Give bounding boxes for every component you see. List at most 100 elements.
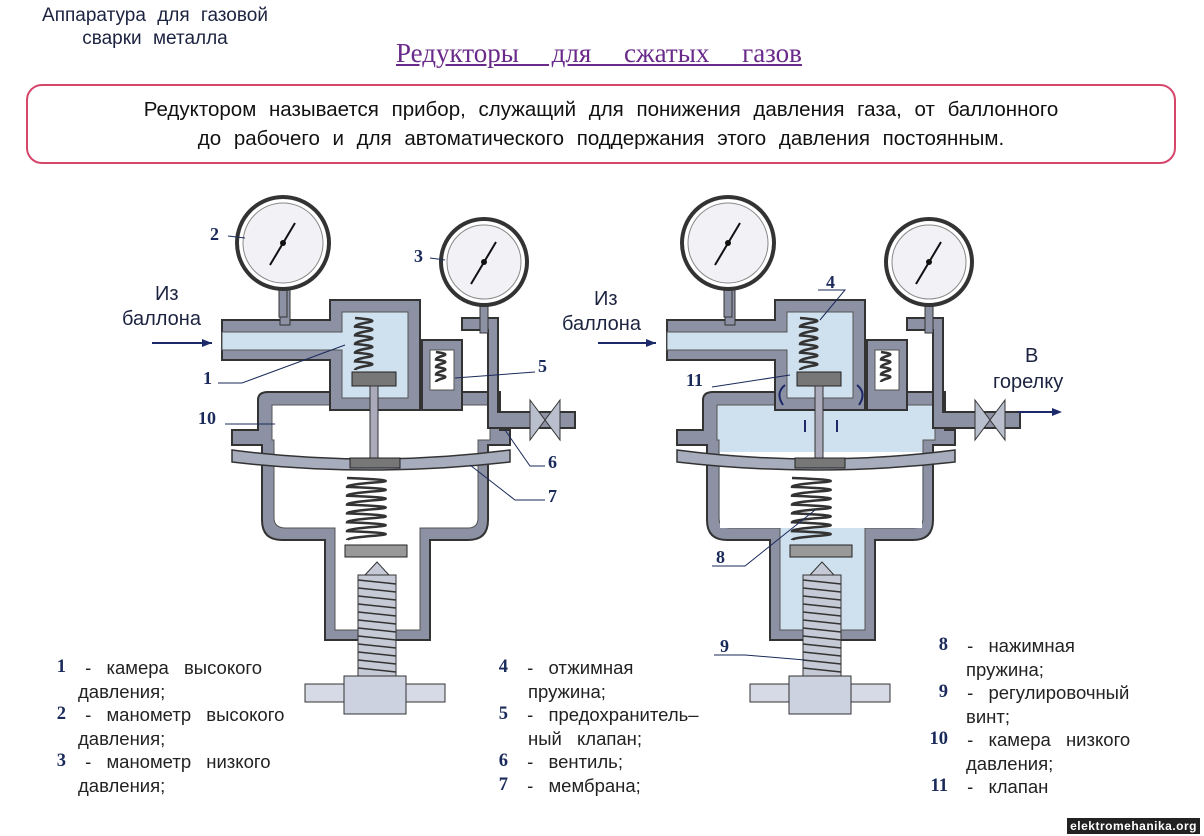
screw-thread (802, 627, 842, 633)
screw-thread (802, 659, 842, 665)
definition-line-1: Редуктором называется прибор, служащий д… (143, 98, 1059, 121)
legend-text-line: манометр низкого (106, 751, 271, 772)
screw-thread (357, 595, 397, 601)
outlet-channel (906, 317, 1021, 429)
membrane-disc (794, 457, 846, 469)
safety-valve-spring (879, 350, 892, 383)
gauge-low-stem (924, 302, 934, 334)
screw-thread (802, 635, 842, 641)
screw-thread (357, 635, 397, 641)
watermark: elektromehanika.org (1067, 818, 1200, 834)
inlet-arrowhead-left (202, 339, 212, 347)
legend-item-11: 11 - клапан (918, 775, 1130, 799)
legend-text-line: камера низкого (988, 729, 1131, 750)
callout-9: 9 (720, 636, 729, 656)
screw-thread (357, 619, 397, 625)
subject-line-1: Аппаратура для газовой (42, 5, 268, 26)
callout-6: 6 (548, 452, 557, 472)
callout-8: 8 (716, 547, 725, 567)
legend-num: 2 (56, 704, 66, 724)
screw-thread (802, 579, 842, 585)
screw-tip (363, 561, 391, 576)
screw-thread (357, 659, 397, 665)
screw-thread (357, 611, 397, 617)
legend-text-line: отжимная (548, 657, 634, 678)
gauge-low-pivot (481, 259, 487, 265)
legend-num: 10 (929, 729, 949, 749)
valve-seat (351, 371, 397, 387)
handle-hub (788, 675, 852, 715)
legend-item-6: 6 - вентиль; (492, 750, 699, 774)
legend-text-line: мембрана; (548, 774, 641, 796)
legend-text-line: давления; (78, 774, 166, 796)
outlet-channel (461, 317, 576, 429)
valve-seat (796, 371, 842, 387)
legend-text-line: клапан (988, 776, 1049, 797)
page-title: Редукторы для сжатых газов (396, 38, 802, 68)
outlet-arrowhead (1052, 408, 1062, 416)
legend-num: 8 (938, 635, 948, 655)
shutoff-valve (529, 398, 561, 442)
inlet-label-left-1: Из (155, 283, 179, 305)
legend-num: 3 (56, 751, 66, 771)
legend-item-7: 7 - мембрана; (492, 774, 699, 798)
shutoff-valve (974, 398, 1006, 442)
gauge-high-stem (278, 286, 288, 318)
handle-hub (343, 675, 407, 715)
screw-thread (802, 619, 842, 625)
pressure-spring (790, 476, 832, 542)
outlet-label-2: горелку (993, 371, 1063, 393)
callout-4: 4 (826, 272, 835, 292)
legend-text-line: давления; (966, 752, 1054, 774)
callout-lines-right (711, 289, 847, 661)
inlet-label-right-2: баллона (562, 313, 642, 335)
legend-text-line: пружина; (966, 658, 1044, 680)
outlet-label-1: В (1025, 345, 1038, 367)
legend-text-line: камера высокого (106, 657, 263, 678)
legend-num: 1 (56, 657, 66, 677)
gauge-low-pivot (926, 259, 932, 265)
definition-line-2: до рабочего и для автоматического поддер… (197, 127, 1005, 150)
screw-thread (802, 587, 842, 593)
gauge-high-pivot (280, 240, 286, 246)
callout-2: 2 (210, 224, 219, 244)
screw-thread (357, 643, 397, 649)
legend-text-line: винт; (966, 705, 1010, 727)
spring-plate (344, 544, 408, 558)
callout-10: 10 (198, 408, 216, 428)
gauge-high-pivot (725, 240, 731, 246)
legend-text-line: предохранитель– (548, 704, 699, 725)
gauge-low-stem (479, 302, 489, 334)
membrane-disc (349, 457, 401, 469)
return-spring (353, 316, 374, 371)
screw-thread (357, 651, 397, 657)
screw-thread (357, 627, 397, 633)
legend-num: 4 (498, 657, 508, 677)
callout-lines-left (218, 235, 545, 501)
callout-3: 3 (414, 246, 423, 266)
screw-tip (808, 561, 836, 576)
inlet-label-left-2: баллона (122, 308, 202, 330)
screw-thread (802, 595, 842, 601)
legend-num: 6 (498, 751, 508, 771)
legend-num: 9 (938, 682, 948, 702)
safety-valve-spring (434, 350, 447, 383)
legend-text: - манометр низкого (70, 751, 271, 772)
subject-line-2: сварки металла (82, 28, 228, 49)
legend-text-line: манометр высокого (106, 704, 285, 725)
screw-thread (802, 651, 842, 657)
legend-num: 5 (498, 704, 508, 724)
callout-7: 7 (548, 486, 557, 506)
screw-thread (802, 611, 842, 617)
callout-5: 5 (538, 356, 547, 376)
spring-plate (789, 544, 853, 558)
